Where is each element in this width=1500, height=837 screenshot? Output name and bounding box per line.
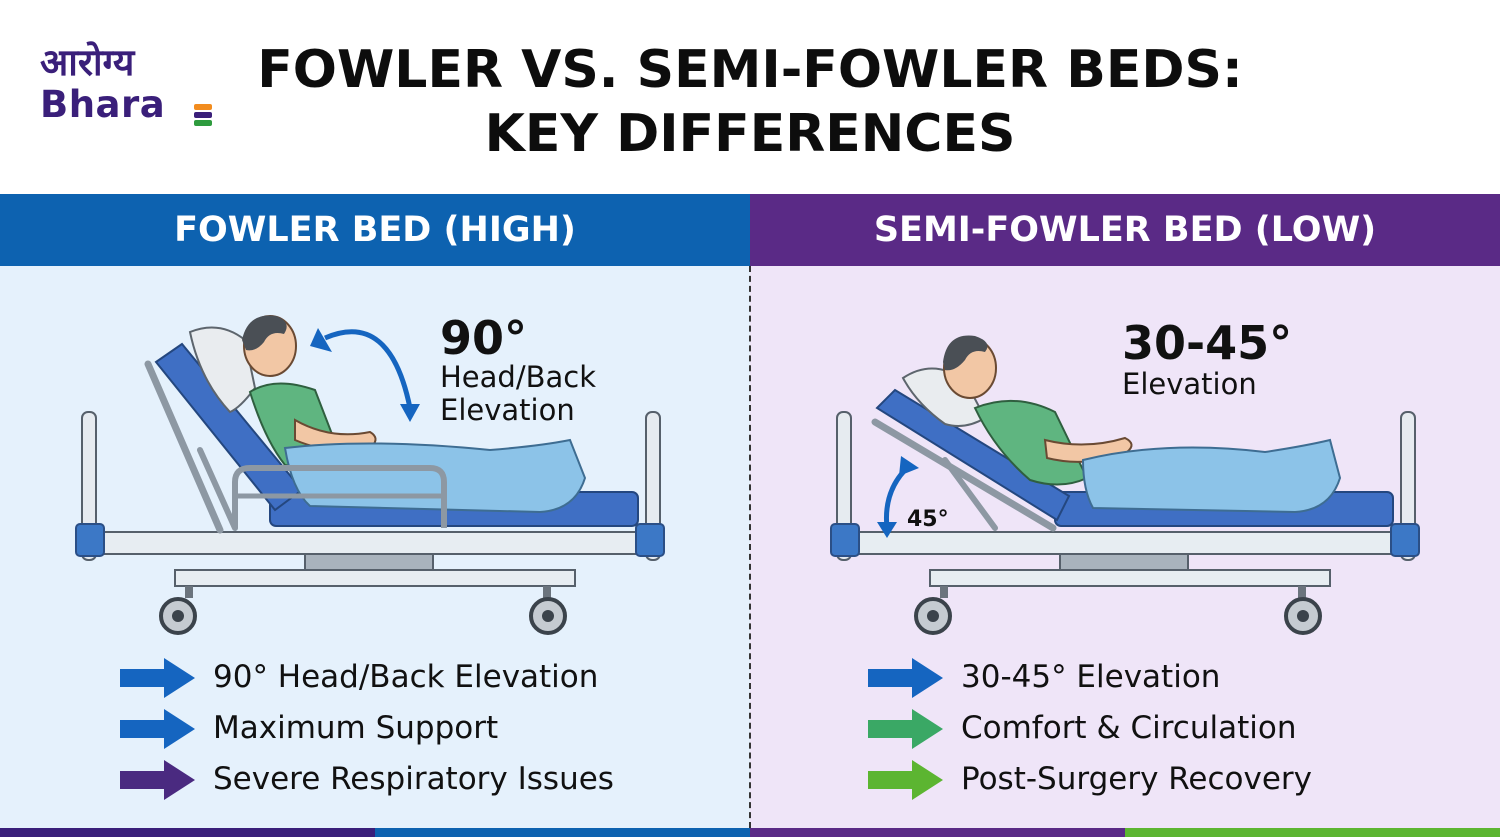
semi-fowler-angle-label: Elevation [1122,367,1257,401]
arrow-right-icon [120,760,195,800]
footer-strip-violet [750,828,1125,837]
arrow-right-icon [120,658,195,698]
semi-fowler-heading-band: SEMI-FOWLER BED (LOW) [750,194,1500,266]
page-title: FOWLER VS. SEMI-FOWLER BEDS: KEY DIFFERE… [200,38,1300,166]
semi-fowler-bed-illustration [830,335,1420,635]
footer-strip-green [1125,828,1500,837]
fowler-angle-label-line1: Head/Back [440,360,597,394]
bullet-text: Post-Surgery Recovery [961,761,1313,797]
bullet-text: Maximum Support [213,710,499,746]
panel-divider [749,266,751,828]
fowler-bed-illustration [75,315,665,635]
arrow-right-icon [120,709,195,749]
arrow-right-icon [868,760,943,800]
logo-tricolor-mark [194,104,212,126]
logo-hindi-text: आरोग्य [40,41,135,84]
bullet-text: Severe Respiratory Issues [213,761,614,797]
header: आरोग्य Bhara FOWLER VS. SEMI-FOWLER BEDS… [0,0,1500,194]
page-title-line1: FOWLER VS. SEMI-FOWLER BEDS: [257,40,1243,100]
semi-fowler-angle: 30-45° [1122,316,1293,370]
semi-fowler-heading: SEMI-FOWLER BED (LOW) [873,210,1377,250]
bullet-text: 30-45° Elevation [961,659,1221,695]
fowler-angle-label-line2: Elevation [440,393,575,427]
semi-fowler-bed-angle-label: 45° [907,507,949,532]
logo: आरोग्य Bhara [40,41,212,142]
fowler-angle: 90° [440,311,528,365]
bullet-text: 90° Head/Back Elevation [213,659,599,695]
fowler-heading: FOWLER BED (HIGH) [174,210,576,250]
logo-english-text: Bhara [40,83,166,126]
footer-strip-purple [0,828,375,837]
fowler-heading-band: FOWLER BED (HIGH) [0,194,750,266]
arrow-right-icon [868,709,943,749]
page-title-line2: KEY DIFFERENCES [484,104,1016,164]
footer-strip-blue [375,828,750,837]
arrow-right-icon [868,658,943,698]
bullet-text: Comfort & Circulation [961,710,1297,746]
